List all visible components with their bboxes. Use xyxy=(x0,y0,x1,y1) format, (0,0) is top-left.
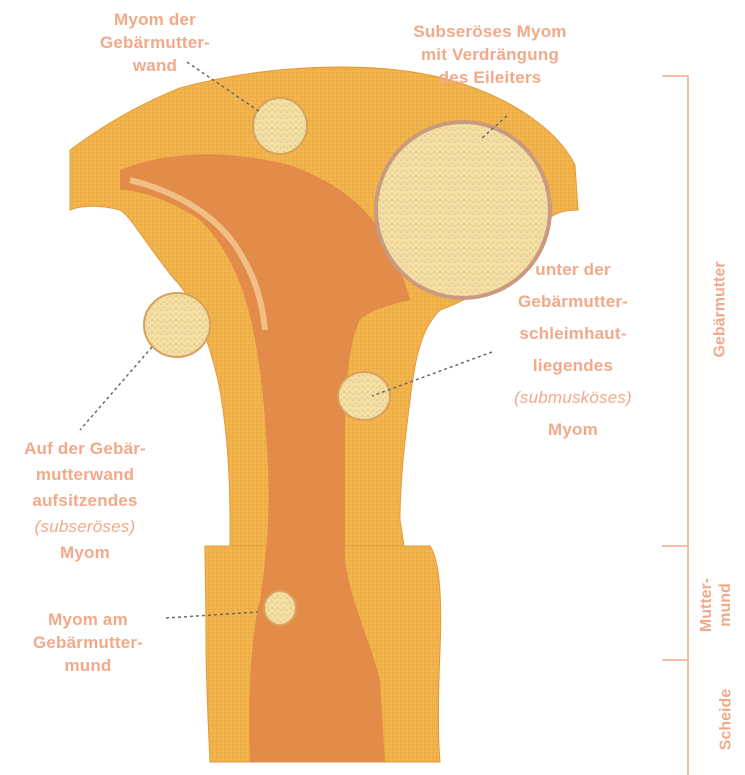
label-subserous-tube: Subseröses Myom mit Verdrängung des Eile… xyxy=(385,20,595,89)
label-line: Auf der Gebär- xyxy=(0,436,170,462)
region-line: Mutter- xyxy=(697,565,716,645)
label-line: Myom xyxy=(478,414,668,446)
label-line: Gebärmutter- xyxy=(478,286,668,318)
region-label-vagina: Scheide xyxy=(717,680,736,760)
label-line: Gebärmutter- xyxy=(8,631,168,654)
label-line: wand xyxy=(55,54,255,77)
label-subserous: Auf der Gebär- mutterwand aufsitzendes (… xyxy=(0,436,170,566)
label-line: Myom am xyxy=(8,608,168,631)
label-line: mit Verdrängung xyxy=(385,43,595,66)
region-label-cervix: Mutter- mund xyxy=(697,565,735,645)
region-line: mund xyxy=(716,565,735,645)
label-line: unter der xyxy=(478,254,668,286)
label-line: mund xyxy=(8,654,168,677)
label-italic: (subseröses) xyxy=(0,514,170,540)
label-line: aufsitzendes xyxy=(0,488,170,514)
label-line: des Eileiters xyxy=(385,66,595,89)
label-line: Myom der xyxy=(55,8,255,31)
label-line: Myom xyxy=(0,540,170,566)
myoma-wall xyxy=(253,98,307,154)
pointer-subserous xyxy=(80,347,152,430)
label-line: mutterwand xyxy=(0,462,170,488)
myoma-cervix xyxy=(264,591,296,625)
label-cervix-myoma: Myom am Gebärmutter- mund xyxy=(8,608,168,677)
label-wall-myoma: Myom der Gebärmutter- wand xyxy=(55,8,255,77)
label-line: Gebärmutter- xyxy=(55,31,255,54)
bracket-cervix xyxy=(662,546,688,660)
label-line: liegendes xyxy=(478,350,668,382)
myoma-subserous xyxy=(144,293,210,357)
label-line: schleimhaut- xyxy=(478,318,668,350)
label-line: Subseröses Myom xyxy=(385,20,595,43)
region-label-uterus: Gebärmutter xyxy=(711,250,730,370)
label-italic: (submusköses) xyxy=(478,382,668,414)
label-submucous: unter der Gebärmutter- schleimhaut- lieg… xyxy=(478,254,668,446)
myoma-submucous xyxy=(338,372,390,420)
